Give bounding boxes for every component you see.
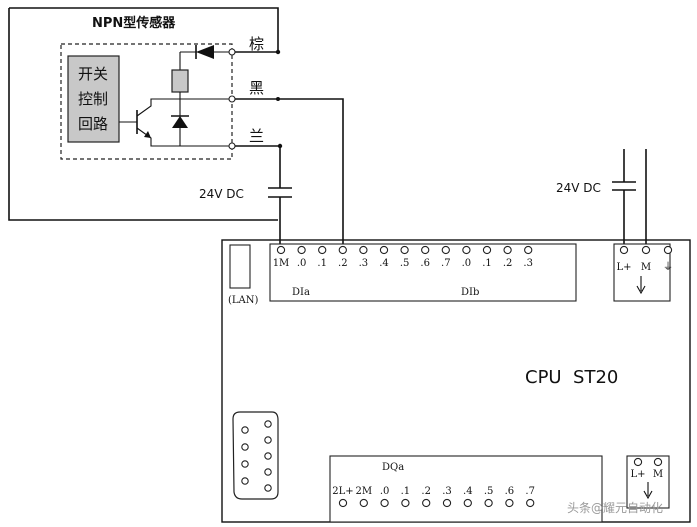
input-terminal — [503, 245, 512, 255]
output-group-label: DQa — [382, 462, 404, 473]
output-terminal-label: .7 — [525, 486, 535, 497]
terminal-blue — [228, 142, 236, 150]
bottom-supply-terminal-label: M — [653, 469, 663, 480]
output-terminal — [505, 498, 514, 508]
wire-label-brown: 棕 — [249, 35, 264, 53]
power-left-label: 24V DC — [199, 187, 244, 201]
input-terminal — [441, 245, 450, 255]
bottom-supply-terminal — [653, 457, 663, 467]
sensor-title: NPN型传感器 — [92, 15, 176, 31]
supply-terminal — [641, 245, 651, 255]
switch-control-circuit — [67, 55, 120, 143]
input-terminal-label: .7 — [441, 258, 451, 269]
input-terminal — [400, 245, 409, 255]
output-terminal-label: 2M — [355, 486, 372, 497]
output-terminal — [442, 498, 452, 508]
input-terminal — [421, 245, 430, 255]
input-terminal — [379, 245, 389, 255]
supply-terminal-label: ⏚ — [663, 261, 673, 273]
supply-arrow-icon — [636, 276, 646, 295]
output-terminal — [338, 498, 348, 508]
output-terminal-label: .5 — [484, 486, 494, 497]
cpu-model-label: CPU ST20 — [525, 367, 618, 388]
wire-label-black: 黑 — [249, 79, 264, 97]
npn-transistor — [136, 98, 232, 147]
black-wire-to-input-2 — [235, 98, 344, 249]
output-terminal-label: 2L+ — [332, 486, 353, 497]
input-terminal — [524, 245, 533, 255]
input-terminal-label: .3 — [359, 258, 369, 269]
input-terminal-label: .3 — [523, 258, 533, 269]
supply-terminal-label: M — [641, 262, 651, 273]
output-terminal — [359, 498, 368, 508]
input-terminal-label: .6 — [420, 258, 430, 269]
input-group-a-label: DIa — [292, 287, 310, 298]
input-terminal — [359, 245, 368, 255]
input-terminal-label: .0 — [297, 258, 307, 269]
input-terminal-label: .0 — [462, 258, 472, 269]
output-terminal-label: .1 — [401, 486, 411, 497]
input-terminals: 1M .0 .1 .2 .3 .4 .5 .6 .7 .0 .1 .2 .3 — [273, 245, 533, 269]
output-terminal-label: .3 — [442, 486, 452, 497]
input-terminal-label: 1M — [273, 258, 290, 269]
circuit-label-line-2: 控制 — [78, 90, 108, 108]
supply-terminal — [619, 245, 629, 255]
output-terminal-label: .0 — [380, 486, 390, 497]
terminal-black — [228, 95, 236, 103]
output-terminal-label: .4 — [463, 486, 473, 497]
sensor-enclosure — [8, 7, 279, 221]
input-terminal-label: .4 — [379, 258, 389, 269]
bottom-supply-terminal — [633, 457, 643, 467]
db9-connector — [232, 411, 279, 500]
input-group-b-label: DIb — [461, 287, 479, 298]
bottom-supply-terminal-label: L+ — [630, 469, 645, 480]
input-terminal-label: .1 — [482, 258, 492, 269]
sensor-internal-box — [60, 43, 233, 160]
input-terminal-label: .5 — [400, 258, 410, 269]
output-terminal — [526, 498, 535, 508]
brown-diode-symbol — [196, 45, 214, 59]
input-terminal-label: .2 — [338, 258, 348, 269]
output-terminal — [463, 498, 472, 508]
output-terminal — [484, 498, 493, 508]
input-terminal — [462, 245, 471, 255]
input-terminal — [297, 245, 306, 255]
input-terminal — [318, 245, 327, 255]
lan-label: (LAN) — [228, 295, 259, 306]
output-terminal-label: .2 — [421, 486, 431, 497]
bottom-supply-arrow-icon — [643, 482, 653, 500]
output-terminal — [380, 498, 389, 508]
supply-terminal-label: L+ — [616, 262, 631, 273]
wire-label-blue: 兰 — [249, 127, 264, 145]
watermark: 头条@耀元自动化 — [567, 501, 663, 515]
output-terminal-label: .6 — [505, 486, 515, 497]
input-terminal — [482, 245, 492, 255]
circuit-label-line-3: 回路 — [78, 115, 108, 133]
output-terminal — [422, 498, 431, 508]
supply-terminal — [663, 245, 673, 255]
lan-port — [229, 244, 251, 289]
input-terminal-label: .1 — [317, 258, 327, 269]
input-terminal — [338, 245, 347, 255]
output-terminal-block — [329, 455, 603, 523]
supply-terminals: L+ M ⏚ — [616, 245, 673, 273]
circuit-label-line-1: 开关 — [78, 65, 108, 83]
output-terminals: 2L+2M .0 .1 .2 .3 .4 .5 .6 .7 — [332, 486, 535, 508]
output-terminal — [401, 498, 410, 508]
power-right-label: 24V DC — [556, 181, 601, 195]
zener-diode — [172, 116, 188, 128]
bottom-supply-terminals: L+ M — [630, 457, 663, 480]
terminal-brown — [228, 48, 236, 56]
input-terminal-label: .2 — [503, 258, 513, 269]
input-terminal — [276, 245, 286, 255]
load-resistor — [171, 69, 189, 93]
